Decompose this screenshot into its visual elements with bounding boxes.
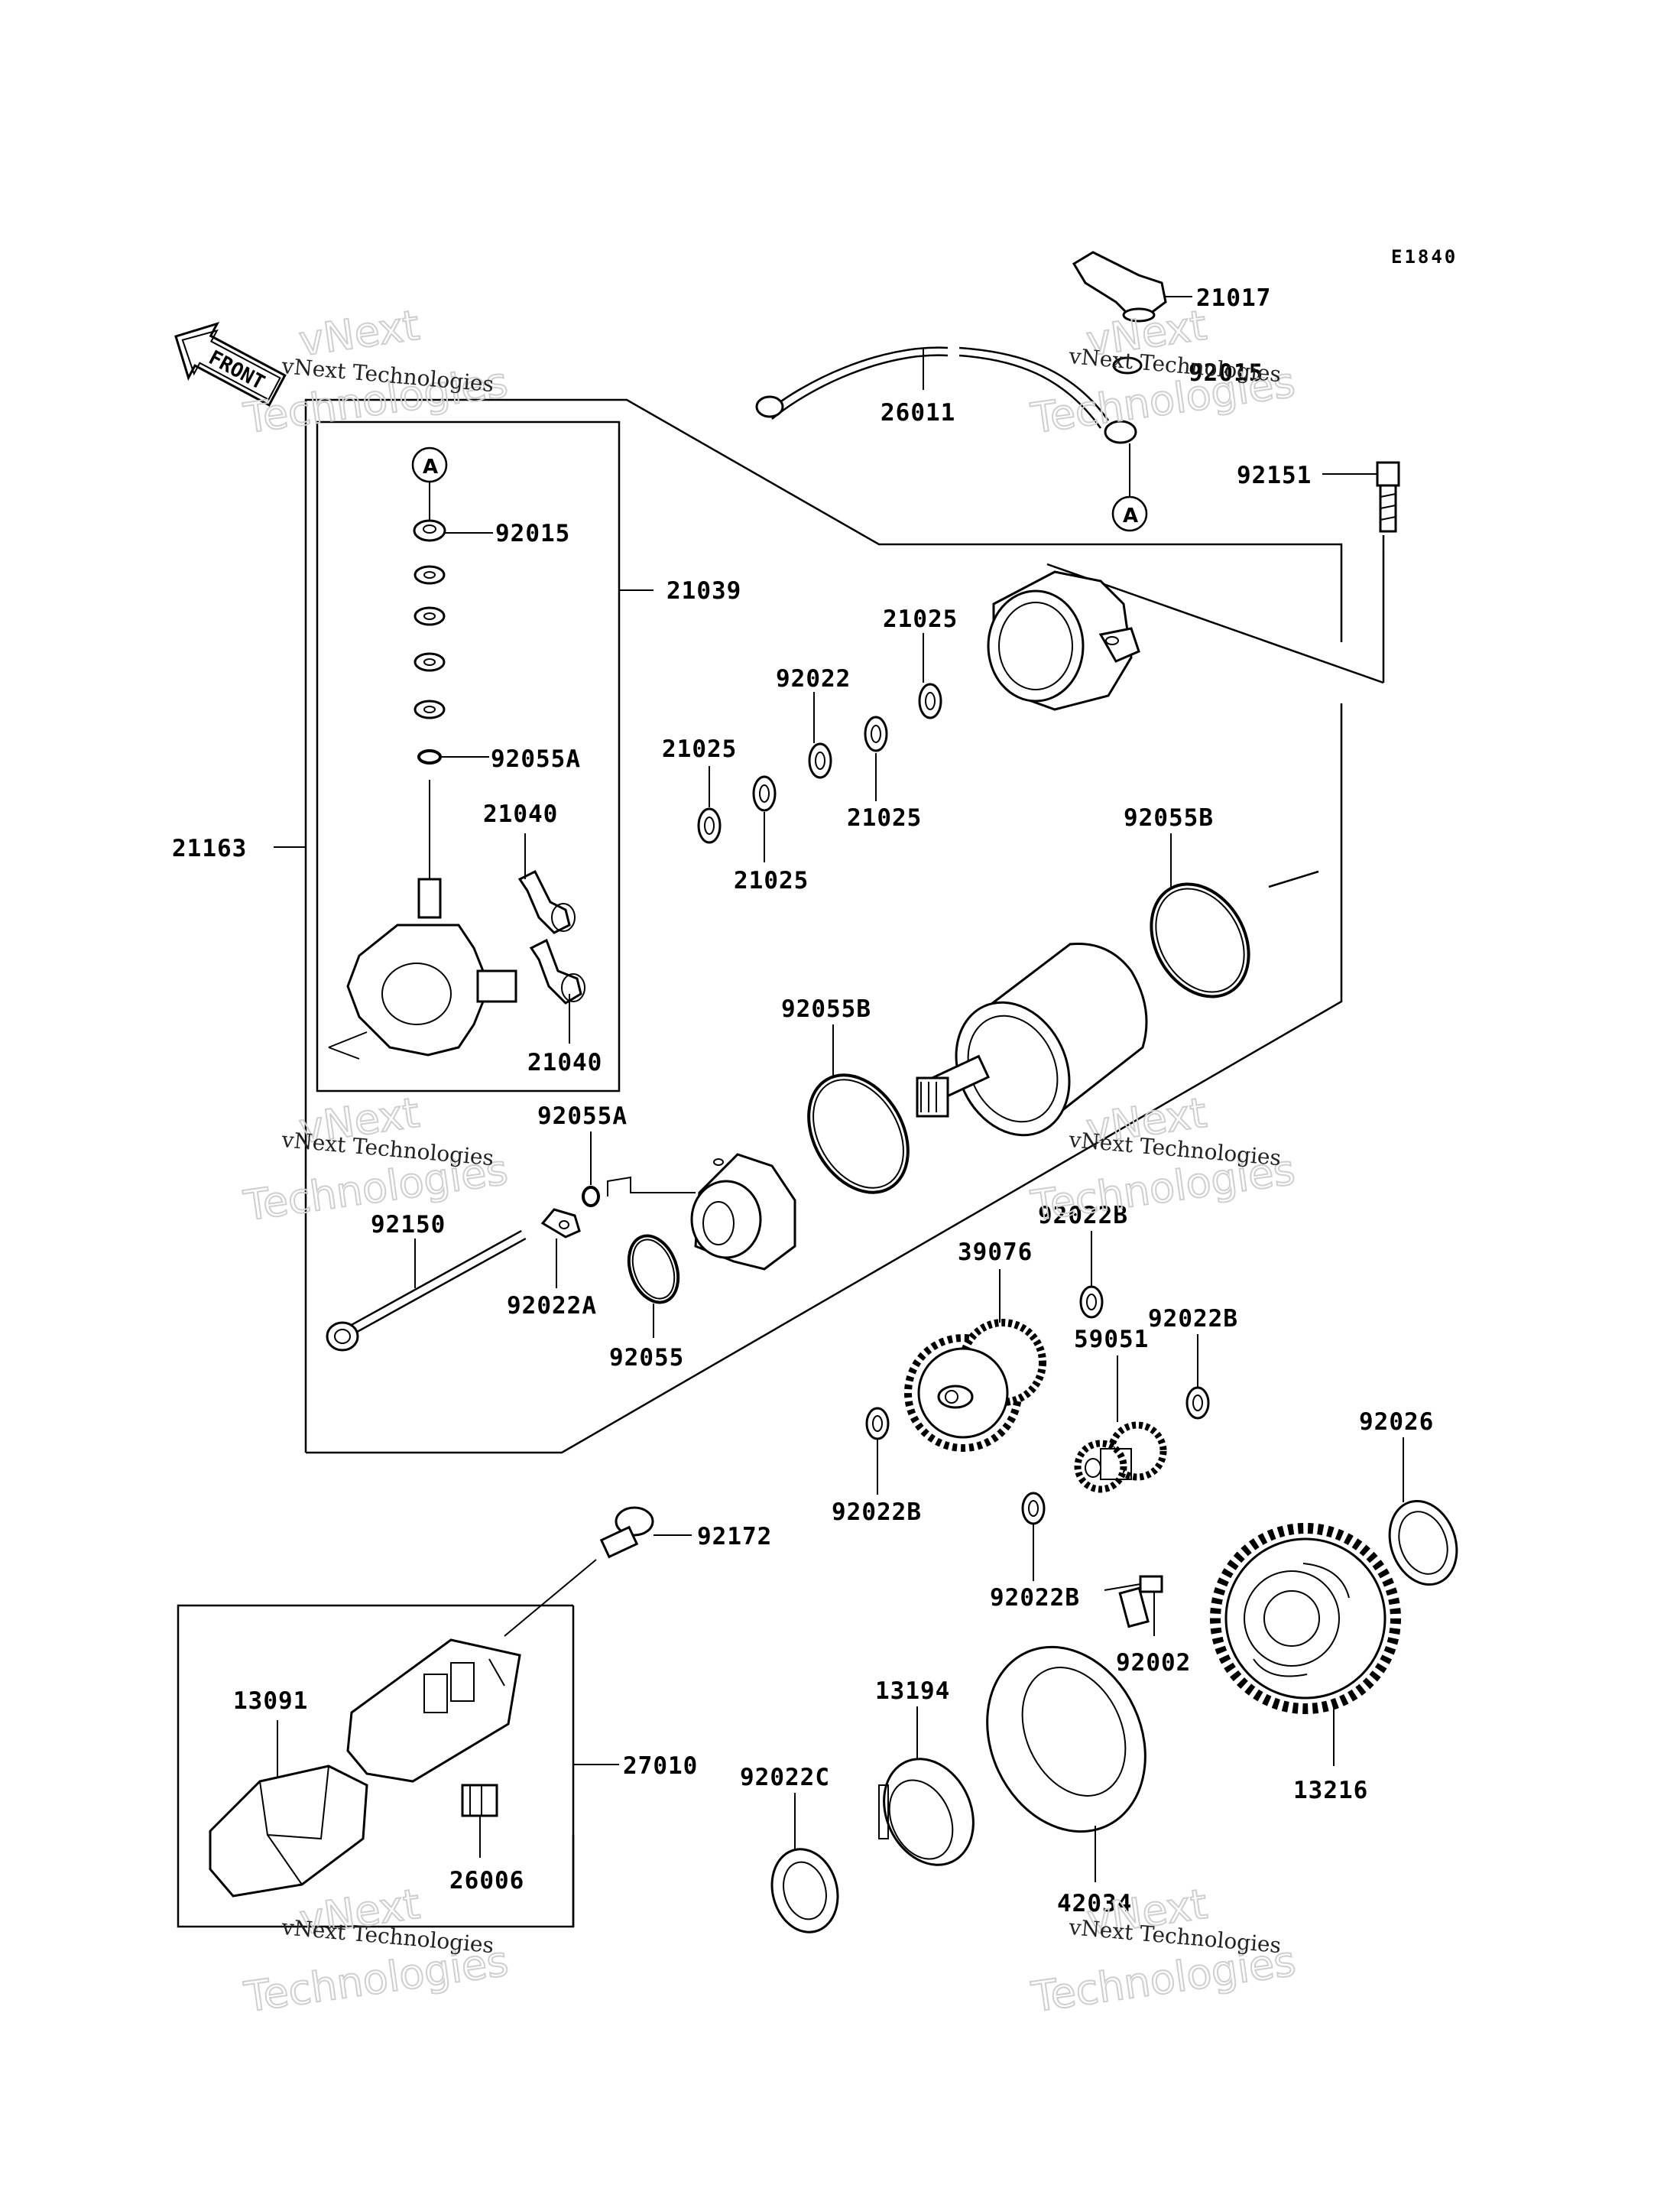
label-26011: 26011 — [881, 399, 955, 427]
label-92015: 92015 — [495, 520, 570, 547]
label-21040-a: 21040 — [483, 800, 558, 828]
label-21025-c: 21025 — [662, 735, 737, 763]
label-92022b-d: 92022B — [990, 1584, 1080, 1612]
brush-holder-box-21039 — [316, 420, 621, 1093]
washer-21025-a-icon — [918, 683, 942, 719]
label-39076: 39076 — [958, 1239, 1033, 1266]
leader-lines — [274, 296, 1404, 1882]
o-ring-92055b-right-icon — [1150, 882, 1250, 998]
o-ring-92055b-left-icon — [807, 1073, 910, 1194]
motor-yoke-icon — [916, 942, 1148, 1137]
label-92002: 92002 — [1116, 1649, 1191, 1677]
assembly-outline-21163 — [304, 398, 1385, 1454]
label-92150: 92150 — [371, 1211, 446, 1239]
torque-limiter-59051-icon — [1074, 1421, 1167, 1493]
label-92172: 92172 — [697, 1523, 772, 1550]
through-bolt-92150-icon — [326, 1229, 527, 1352]
label-21025-a: 21025 — [883, 606, 958, 633]
label-92022c: 92022C — [740, 1764, 830, 1791]
bolt-92002-icon — [1118, 1575, 1163, 1628]
idle-gear-39076-icon — [904, 1319, 1046, 1452]
fuse-26006-icon — [461, 1784, 498, 1817]
label-92022b-a: 92022B — [1038, 1202, 1128, 1229]
bolt-92151-icon — [1376, 461, 1400, 533]
label-92055a: 92055A — [491, 745, 581, 773]
label-92022: 92022 — [776, 665, 851, 693]
starter-clutch-gear-13216-icon — [1210, 1523, 1401, 1714]
label-13194: 13194 — [875, 1677, 950, 1705]
label-92055b-right: 92055B — [1124, 804, 1214, 832]
o-ring-92055-icon — [627, 1234, 680, 1304]
label-21017: 21017 — [1196, 284, 1271, 312]
brush-spring-21040-b-icon — [529, 938, 585, 1005]
washer-21025-d-icon — [752, 775, 777, 812]
washer-92022b-c-icon — [865, 1407, 890, 1440]
label-26006: 26006 — [449, 1867, 524, 1894]
washer-21025-c-icon — [697, 807, 722, 844]
oil-seal-92026-icon — [1388, 1499, 1458, 1586]
label-92022a: 92022A — [507, 1292, 597, 1320]
label-92055a-small: 92055A — [537, 1102, 628, 1130]
nut-92015-top-icon — [1112, 356, 1143, 375]
washer-92022-icon — [808, 742, 832, 779]
label-92022b-c: 92022B — [832, 1498, 922, 1526]
relay-cover-13091-icon — [209, 1765, 368, 1898]
cable-boot-21017-icon — [1072, 251, 1167, 323]
washer-92022b-b-icon — [1185, 1386, 1210, 1420]
svg-text:A: A — [423, 456, 438, 479]
label-21025-b: 21025 — [847, 804, 922, 832]
brush-spring-21040-a-icon — [517, 869, 576, 934]
label-21025-d: 21025 — [734, 867, 809, 894]
starter-relay-icon — [346, 1638, 521, 1783]
label-21163: 21163 — [172, 835, 247, 862]
o-ring-92055a-small-icon — [582, 1186, 600, 1207]
svg-text:A: A — [1123, 505, 1138, 528]
label-92055: 92055 — [609, 1344, 684, 1372]
one-way-clutch-13194-icon — [878, 1758, 975, 1866]
front-cover-icon — [690, 1153, 796, 1271]
washer-92022b-a-icon — [1079, 1285, 1104, 1319]
o-ring-92055a-icon — [417, 749, 442, 765]
diagram-code: E1840 — [1391, 246, 1458, 268]
label-21040-b: 21040 — [527, 1049, 602, 1076]
label-13216: 13216 — [1293, 1777, 1368, 1804]
screw-92172-icon — [599, 1506, 654, 1559]
label-92151: 92151 — [1237, 462, 1312, 489]
starter-clutch-42034-icon — [986, 1645, 1146, 1833]
washer-92022c-icon — [770, 1848, 839, 1933]
ref-marker-a-cable: A — [1111, 495, 1148, 532]
nut-92015-icon — [413, 519, 446, 542]
label-59051: 59051 — [1074, 1326, 1149, 1353]
ref-marker-a-top: A — [411, 446, 448, 483]
label-42034: 42034 — [1057, 1890, 1132, 1917]
label-92026: 92026 — [1359, 1408, 1434, 1436]
washer-21025-b-icon — [864, 716, 888, 752]
washer-stack-icon — [414, 565, 446, 719]
label-27010: 27010 — [623, 1752, 698, 1780]
label-13091: 13091 — [233, 1687, 308, 1715]
washer-92022b-d-icon — [1021, 1492, 1046, 1525]
rear-cover-icon — [987, 570, 1140, 711]
part-labels: 21017 92015 26011 92151 92015 21039 9205… — [172, 284, 1434, 1917]
label-92015-top: 92015 — [1189, 359, 1263, 387]
label-21039: 21039 — [666, 577, 741, 605]
brush-plate-icon — [328, 878, 517, 1060]
starter-cable-26011-icon — [755, 346, 1137, 444]
plate-92022a-icon — [540, 1208, 581, 1239]
label-92022b-b: 92022B — [1148, 1305, 1238, 1333]
label-92055b-left: 92055B — [781, 995, 871, 1023]
